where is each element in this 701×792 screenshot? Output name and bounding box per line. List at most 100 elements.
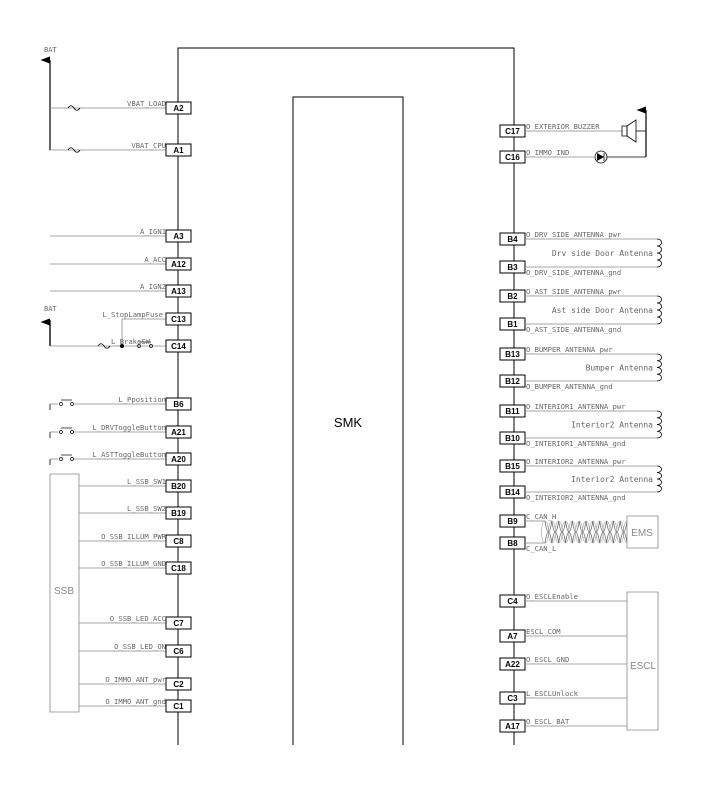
fuse-icon [68,106,80,111]
fuse-icon [98,344,110,349]
antenna-name: Interior2 Antenna [571,421,653,430]
pin-label: B8 [507,539,518,548]
signal-label: L_BrakeSW [111,337,151,346]
pin-label: B9 [507,517,518,526]
pin-label: C2 [173,680,184,689]
coil-icon [657,239,662,267]
ignition-wires [50,236,166,291]
signal-label: O_ESCL_GND [526,655,569,664]
pin-c6: C6O_SSB_LED_ON [114,642,191,657]
signal-label: O_ESCLEnable [526,592,578,601]
bat-supply-top: BAT [40,46,166,152]
pin-label: C14 [171,342,186,351]
pin-b2: B2O_AST_SIDE_ANTENNA_pwr [500,287,622,302]
pin-c4: C4 O_ESCLEnable [500,592,578,607]
pin-label: A2 [173,104,184,113]
pin-label: B11 [505,407,520,416]
signal-label: O_AST_SIDE_ANTENNA_gnd [526,325,621,334]
pin-label: A17 [505,722,520,731]
coil-icon [657,354,662,381]
pin-label: A7 [507,632,518,641]
escl-module: ESCL [526,592,658,730]
signal-label: O_SSB_ILLUM_GND [101,559,166,568]
signal-label: O_EXTERIOR_BUZZER [526,122,600,131]
pin-b8: B8C_CAN_L [500,537,556,553]
drv-toggle-switch [50,428,166,438]
signal-label: O_DRV_SIDE_ANTENNA_pwr [526,230,622,239]
signal-label: VBAT_CPU [131,141,166,150]
signal-label: L_StopLampFuse [102,310,163,319]
pin-label: B2 [507,292,518,301]
signal-label: L_ASTToggleButton [92,450,166,459]
pin-b1: B1O_AST_SIDE_ANTENNA_gnd [500,318,621,334]
buzzer-immo [526,106,646,163]
pin-c18: C18 O_SSB_ILLUM_GND [101,559,191,574]
pin-label: C13 [171,315,186,324]
signal-label: VBAT_LOAD [127,99,166,108]
pin-label: B20 [171,482,186,491]
antenna-name: Interior2 Antenna [571,475,653,484]
pin-label: A22 [505,660,520,669]
signal-label: O_SSB_LED_ON [114,642,166,651]
antenna-coil-1: Drv side Door Antenna [526,239,662,267]
signal-label: L_SSB_SW2 [127,504,166,513]
signal-label: O_IMMO_IND [526,148,569,157]
signal-label: A_ACC [144,255,166,264]
pin-label: B15 [505,462,520,471]
signal-label: O_SSB_ILLUM_PWR [101,532,167,541]
switch-icon [60,431,63,434]
antenna-coil-2: Ast side Door Antenna [526,296,662,324]
switch-icon [60,458,63,461]
pin-b3: B3O_DRV_SIDE_ANTENNA_gnd [500,261,621,277]
switch-icon [138,345,141,348]
pin-label: C18 [171,564,186,573]
signal-label: O_DRV_SIDE_ANTENNA_gnd [526,268,621,277]
pin-c14: C14 L_BrakeSW [111,337,191,352]
pin-b9: B9 C_CAN_H [500,512,556,527]
coil-icon [657,466,662,492]
signal-label: ESCL_COM [526,627,561,636]
switch-inputs [50,400,166,465]
bat-supply-brake: BAT [40,305,166,349]
pin-a17: A17 O_ESCL_BAT [500,717,570,732]
ssb-module: SSB [50,474,166,712]
pin-label: C4 [507,597,518,606]
pin-a20: A20 L_ASTToggleButton [92,450,191,465]
pin-label: A20 [171,455,186,464]
signal-label: O_ESCL_BAT [526,717,570,726]
signal-label: O_SSB_LED_ACC [110,614,166,623]
coil-icon [657,411,662,438]
pin-a3: A3A_IGN1 [140,227,191,242]
right-pin-group: C17O_EXTERIOR_BUZZERC16O_IMMO_INDB4O_DRV… [500,122,626,732]
antenna-name: Ast side Door Antenna [552,306,653,315]
pin-label: A12 [171,260,186,269]
pin-a7: A7 ESCL_COM [500,627,561,642]
pin-c16: C16 O_IMMO_IND [500,148,569,163]
pin-label: B1 [507,320,518,329]
pin-label: B6 [173,400,184,409]
antenna-name: Drv side Door Antenna [552,249,653,258]
signal-label: L_DRVToggleButton [92,423,166,432]
ssb-label: SSB [54,586,74,597]
ast-toggle-switch [50,455,166,465]
pin-c1: C1O_IMMO_ANT_gnd [105,697,191,712]
signal-label: O_BUMPER_ANTENNA_pwr [526,345,613,354]
signal-label: O_BUMPER_ANTENNA_gnd [526,382,613,391]
signal-label: L_ESCLUnlock [526,689,579,698]
pin-c13: C13 L_StopLampFuse [102,310,191,325]
pin-label: C16 [505,153,520,162]
signal-label: C_CAN_H [526,512,556,521]
pin-label: B12 [505,377,520,386]
pin-b6: B6L_Pposition [118,395,191,410]
